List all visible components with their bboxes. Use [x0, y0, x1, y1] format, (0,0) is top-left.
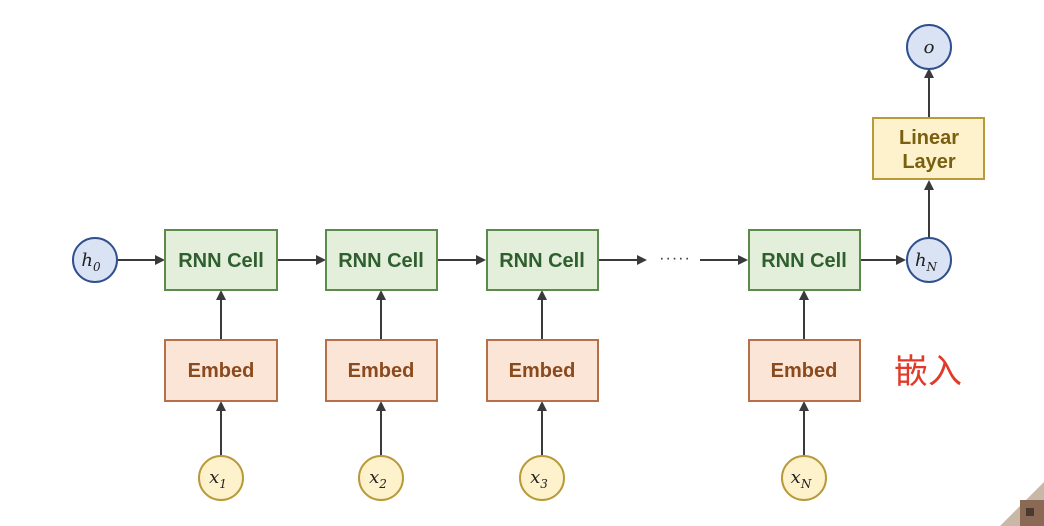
- node-x1-base: x: [209, 467, 219, 488]
- embed-label: Embed: [348, 360, 415, 382]
- rnn-cell-4: RNN Cell: [748, 229, 861, 291]
- rnn-cell-2: RNN Cell: [325, 229, 438, 291]
- embed-box-4: Embed: [748, 339, 861, 402]
- node-h0: h0: [72, 237, 118, 283]
- node-xN-base: x: [791, 467, 801, 488]
- linear-layer-line2: Layer: [902, 151, 956, 173]
- node-x2: x2: [358, 455, 404, 501]
- rnn-cell-1: RNN Cell: [164, 229, 278, 291]
- embed-label: Embed: [771, 360, 838, 382]
- ellipsis-dots: ·····: [659, 250, 691, 267]
- embed-box-3: Embed: [486, 339, 599, 402]
- rnn-cell-label: RNN Cell: [761, 250, 847, 272]
- node-x3: x3: [519, 455, 565, 501]
- embed-box-2: Embed: [325, 339, 438, 402]
- annotation-embedding: 嵌入: [894, 352, 962, 392]
- svg-text:x2: x2: [369, 467, 387, 491]
- node-xN-sub: N: [800, 477, 812, 491]
- svg-text:x1: x1: [209, 467, 227, 491]
- rnn-cell-label: RNN Cell: [499, 250, 585, 272]
- node-output: o: [906, 24, 952, 70]
- svg-text:h0: h0: [81, 250, 101, 274]
- node-x1-sub: 1: [219, 477, 227, 491]
- embed-label: Embed: [188, 360, 255, 382]
- linear-layer-box: Linear Layer: [872, 117, 985, 180]
- node-x2-sub: 2: [378, 477, 387, 491]
- rnn-cell-3: RNN Cell: [486, 229, 599, 291]
- embed-label: Embed: [509, 360, 576, 382]
- node-x3-sub: 3: [540, 477, 548, 491]
- rnn-cell-label: RNN Cell: [338, 250, 424, 272]
- linear-layer-line1: Linear: [899, 127, 959, 149]
- rnn-cell-label: RNN Cell: [178, 250, 264, 272]
- node-hN-sub: N: [926, 260, 938, 274]
- svg-text:x3: x3: [530, 467, 548, 491]
- node-output-label: o: [924, 37, 935, 58]
- node-xN: xN: [781, 455, 827, 501]
- node-x1: x1: [198, 455, 244, 501]
- corner-thumbnail-image: [1000, 482, 1044, 526]
- node-x2-base: x: [369, 467, 379, 488]
- svg-text:hN: hN: [915, 250, 938, 274]
- node-h0-sub: 0: [93, 260, 101, 274]
- node-hN-base: h: [915, 250, 927, 271]
- node-x3-base: x: [530, 467, 540, 488]
- embed-box-1: Embed: [164, 339, 278, 402]
- node-hN: hN: [906, 237, 952, 283]
- node-h0-base: h: [81, 250, 93, 271]
- svg-text:xN: xN: [791, 467, 812, 491]
